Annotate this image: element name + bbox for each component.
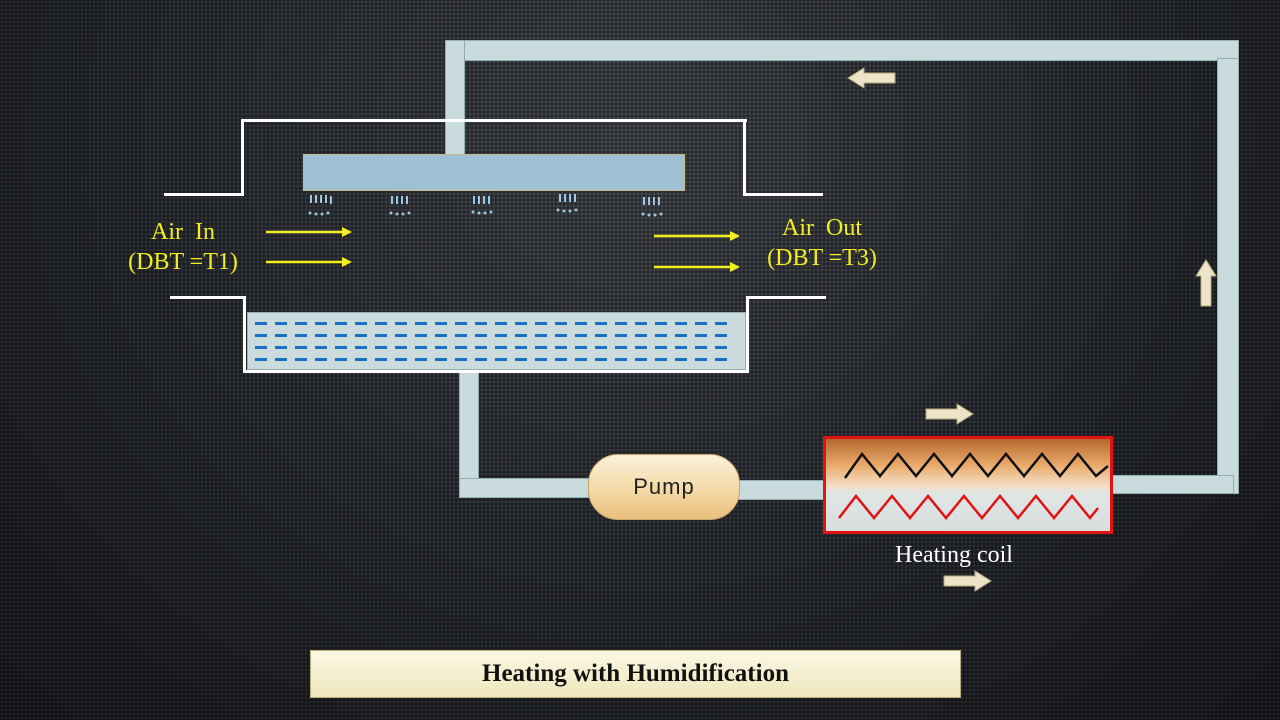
water-line-3 (255, 346, 735, 349)
inlet-duct-bottom (170, 296, 246, 299)
coil-zigzag-red (838, 493, 1099, 520)
water-line-2 (255, 334, 735, 337)
spray-nozzle-3 (471, 196, 493, 215)
spray-header (303, 154, 685, 191)
spray-nozzle-4 (556, 194, 578, 213)
chamber-left-lower-wall (243, 296, 246, 373)
spray-droplets (308, 194, 663, 217)
spray-nozzle-2 (389, 196, 411, 216)
chamber-right-lower-wall (746, 296, 749, 373)
water-line-4 (255, 358, 735, 361)
inlet-duct-top (164, 193, 244, 196)
air-in-label: Air In (DBT =T1) (128, 219, 238, 275)
diagram-title: Heating with Humidification (310, 650, 961, 698)
flow-arrow-up-icon (1195, 259, 1217, 307)
chamber-right-upper-wall (743, 119, 746, 196)
flow-arrow-left-icon (847, 67, 896, 89)
heating-coil (823, 436, 1113, 534)
outlet-duct-bottom (746, 296, 826, 299)
water-line-1 (255, 322, 735, 325)
coil-zigzag-black (843, 451, 1109, 479)
heating-coil-label: Heating coil (895, 542, 1013, 568)
flow-arrow-right-icon (925, 403, 974, 425)
air-out-label: Air Out (DBT =T3) (767, 215, 877, 271)
chamber-roof (241, 119, 747, 122)
flow-arrow-right-lower-icon (943, 570, 992, 592)
spray-nozzle-5 (641, 197, 663, 217)
chamber-left-upper-wall (241, 119, 244, 196)
outlet-duct-top (743, 193, 823, 196)
spray-nozzle-1 (308, 195, 332, 216)
chamber-floor (243, 370, 749, 373)
pump: Pump (588, 454, 740, 520)
